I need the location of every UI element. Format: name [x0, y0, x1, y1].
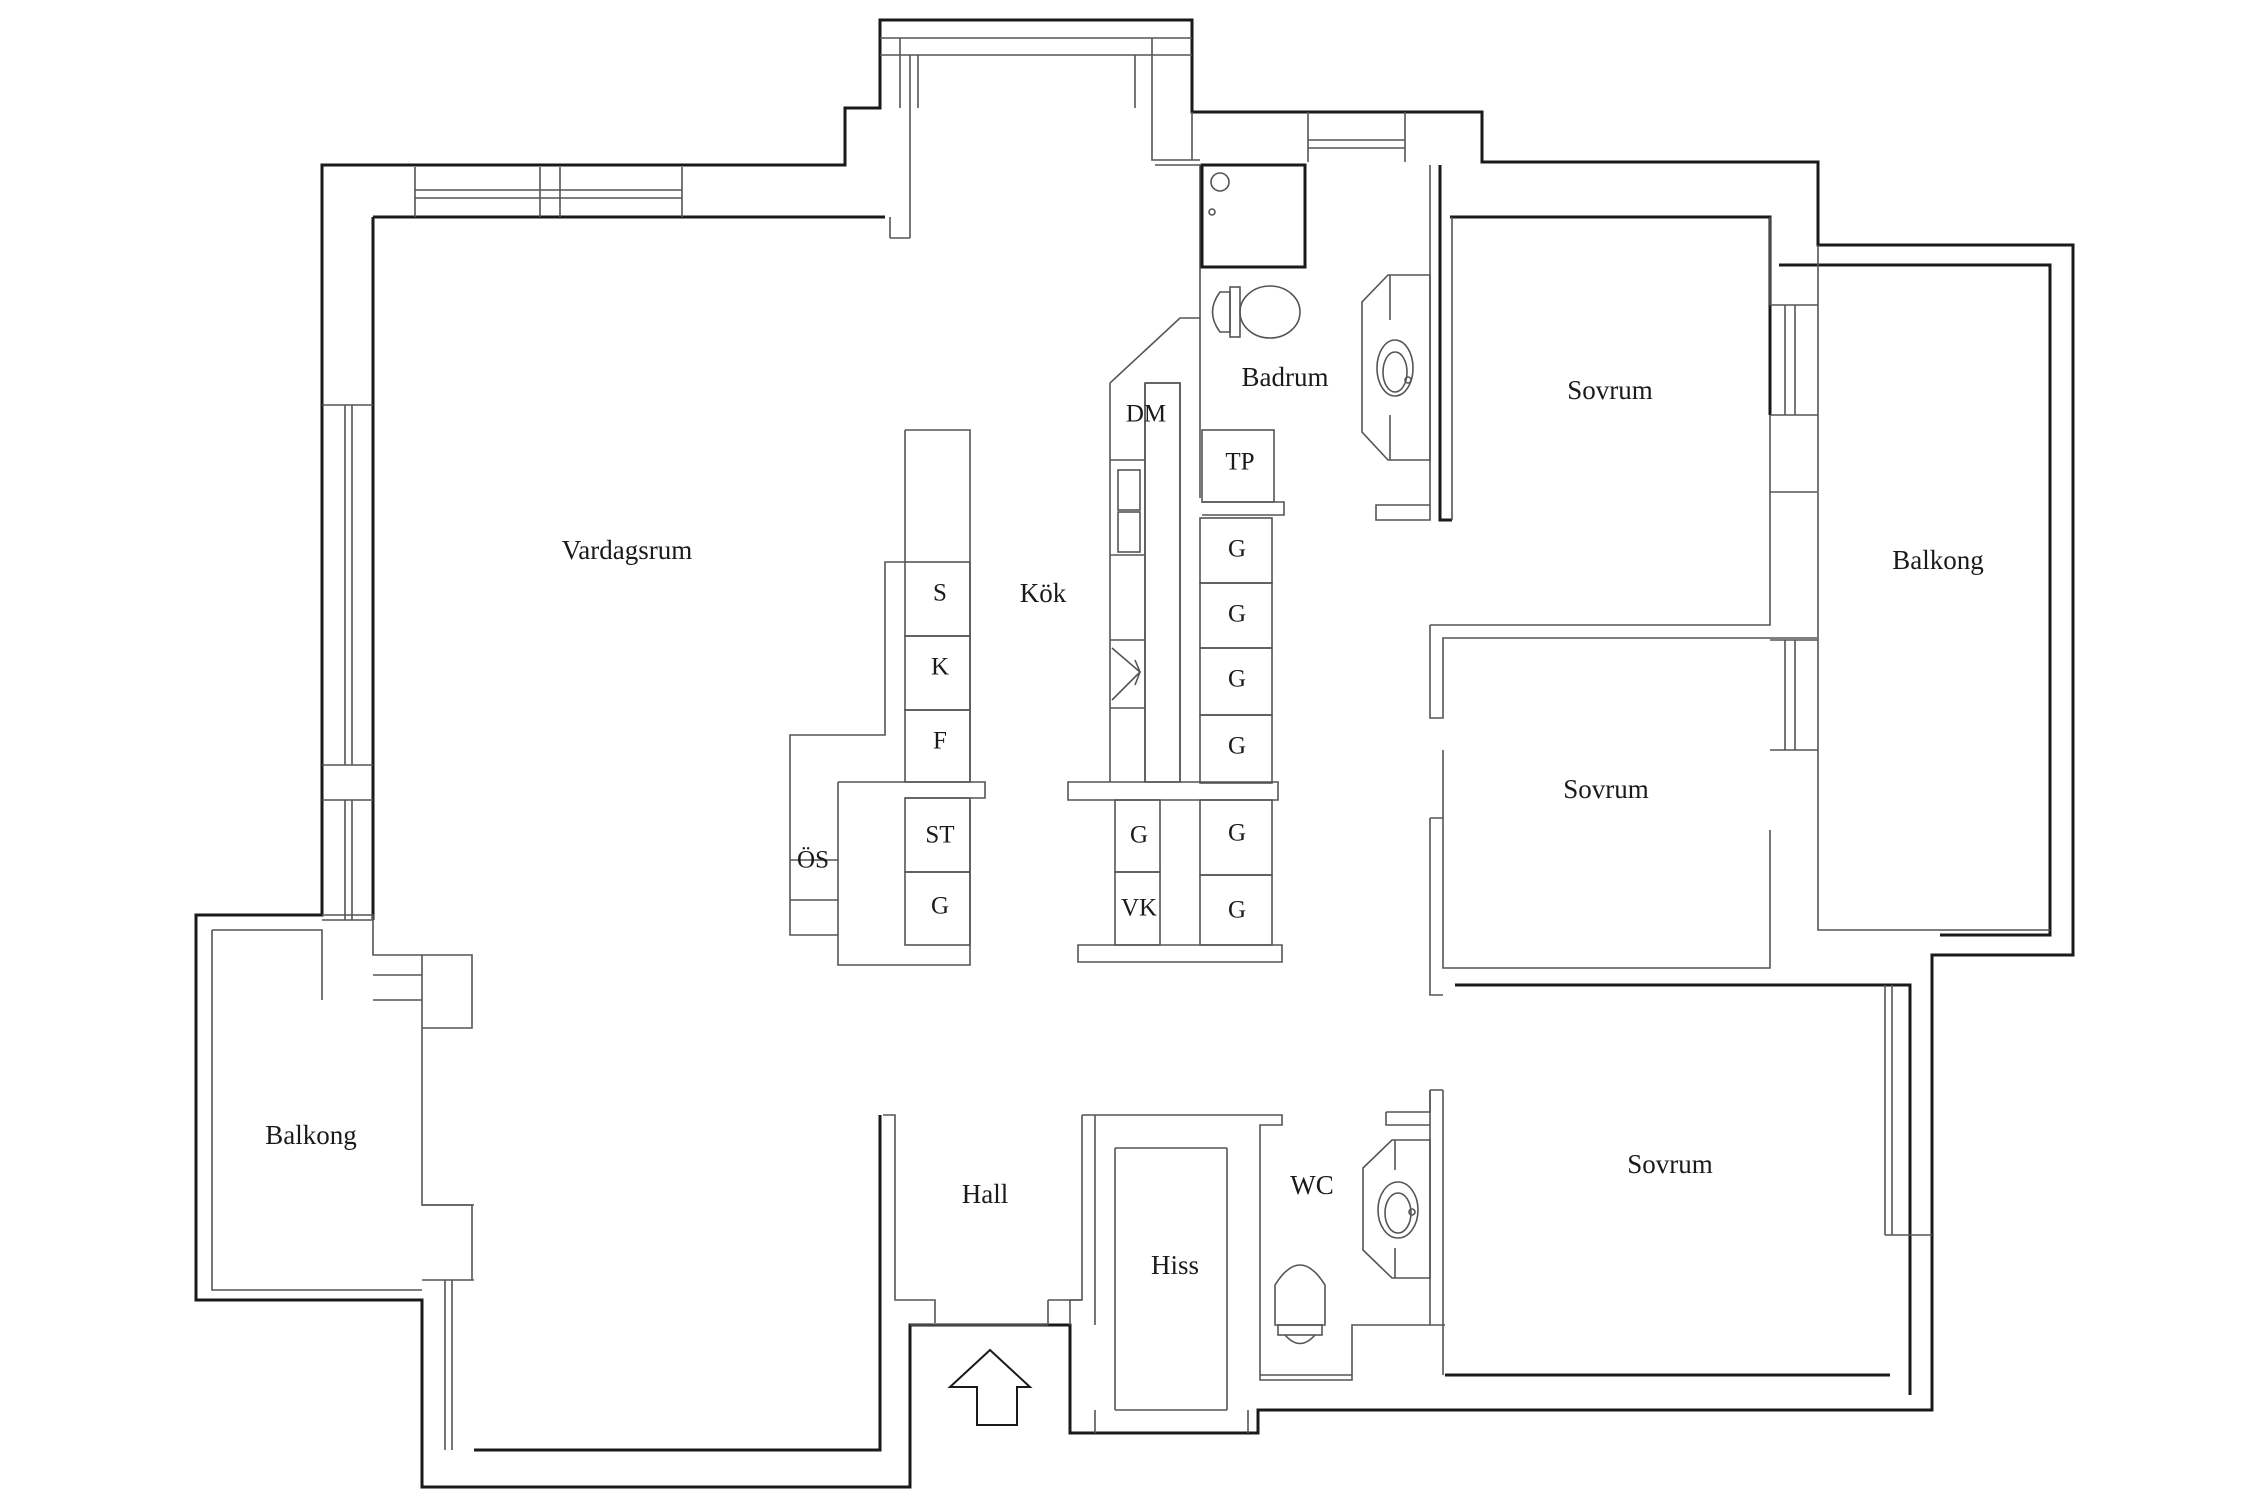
label-badrum: Badrum — [1242, 362, 1329, 392]
label-g-island: G — [931, 893, 949, 920]
sink-icon — [1361, 274, 1431, 461]
label-hall: Hall — [962, 1179, 1009, 1209]
interior-walls — [883, 164, 1817, 1433]
label-g-cab-3: G — [1228, 666, 1246, 693]
label-dm: DM — [1126, 401, 1166, 428]
balcony-right — [1817, 245, 2050, 931]
label-sovrum-top: Sovrum — [1567, 375, 1653, 405]
entrance-arrow-icon — [947, 1348, 1033, 1426]
label-g-cab-1: G — [1228, 536, 1246, 563]
label-hiss: Hiss — [1151, 1250, 1199, 1280]
label-vardagsrum: Vardagsrum — [562, 535, 692, 565]
label-s: S — [933, 580, 947, 607]
label-k: K — [931, 654, 949, 681]
outer-walls — [194, 18, 2075, 1489]
label-vk: VK — [1121, 895, 1157, 922]
label-os: ÖS — [797, 847, 829, 874]
label-balkong-right: Balkong — [1892, 545, 1984, 575]
label-g-lower-right-1: G — [1228, 820, 1246, 847]
room-labels: Vardagsrum Kök Badrum Sovrum Sovrum Sovr… — [265, 362, 1984, 1280]
fixture-labels: DM TP S K F ST G ÖS G G G G G VK G G — [797, 401, 1255, 924]
label-g-cab-2: G — [1228, 601, 1246, 628]
sink-icon — [1362, 1139, 1431, 1279]
label-f: F — [933, 728, 947, 755]
shower-icon — [1200, 163, 1307, 269]
label-g-lower-left: G — [1130, 822, 1148, 849]
kitchen-sink-icon — [1117, 469, 1141, 553]
label-sovrum-bottom: Sovrum — [1627, 1149, 1713, 1179]
label-g-cab-4: G — [1228, 733, 1246, 760]
label-balkong-left: Balkong — [265, 1120, 357, 1150]
label-st: ST — [925, 822, 954, 849]
label-wc: WC — [1290, 1170, 1334, 1200]
label-g-lower-right-2: G — [1228, 897, 1246, 924]
kitchen-fixtures — [789, 317, 1283, 966]
windows — [322, 37, 1932, 1450]
label-sovrum-mid: Sovrum — [1563, 774, 1649, 804]
label-kok: Kök — [1020, 578, 1067, 608]
wc-fixtures — [1274, 1139, 1431, 1345]
balcony-left — [196, 913, 473, 1302]
label-tp: TP — [1225, 449, 1254, 476]
bathroom-fixtures — [1200, 163, 1431, 516]
toilet-icon — [1211, 285, 1301, 339]
toilet-icon — [1274, 1264, 1326, 1345]
